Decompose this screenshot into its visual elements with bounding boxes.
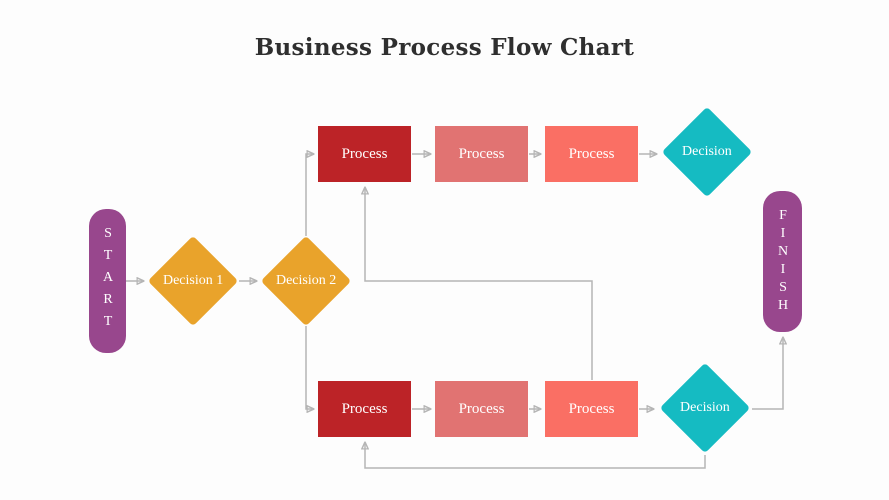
connector-bottom-decision-loop-to-bottom-process1 <box>365 443 706 469</box>
node-finish: FINISH <box>763 191 802 332</box>
finish-label: FINISH <box>775 207 791 316</box>
node-bottom-process-1: Process <box>318 381 411 437</box>
top-process-3-label: Process <box>568 145 615 162</box>
node-top-process-1: Process <box>318 126 411 182</box>
node-top-process-3: Process <box>545 126 638 182</box>
bottom-process-1-label: Process <box>341 400 388 417</box>
connector-decision2-to-bottom-process1 <box>305 326 313 409</box>
bottom-process-2-label: Process <box>458 400 505 417</box>
top-process-2-label: Process <box>458 145 505 162</box>
start-label: START <box>100 226 116 336</box>
top-decision-label: Decision <box>682 143 732 159</box>
connector-bottom-decision-to-finish <box>752 338 783 410</box>
connector-decision2-to-top-process1 <box>305 154 313 236</box>
page-title: Business Process Flow Chart <box>254 34 635 61</box>
connector-bottom-process3-loop-to-top-process1 <box>365 188 593 380</box>
bottom-decision-label: Decision <box>680 399 730 415</box>
node-start: START <box>89 209 126 353</box>
node-top-process-2: Process <box>435 126 528 182</box>
decision-2-label: Decision 2 <box>275 272 337 288</box>
bottom-process-3-label: Process <box>568 400 615 417</box>
top-process-1-label: Process <box>341 145 388 162</box>
decision-1-label: Decision 1 <box>162 272 224 288</box>
node-bottom-process-3: Process <box>545 381 638 437</box>
node-bottom-process-2: Process <box>435 381 528 437</box>
